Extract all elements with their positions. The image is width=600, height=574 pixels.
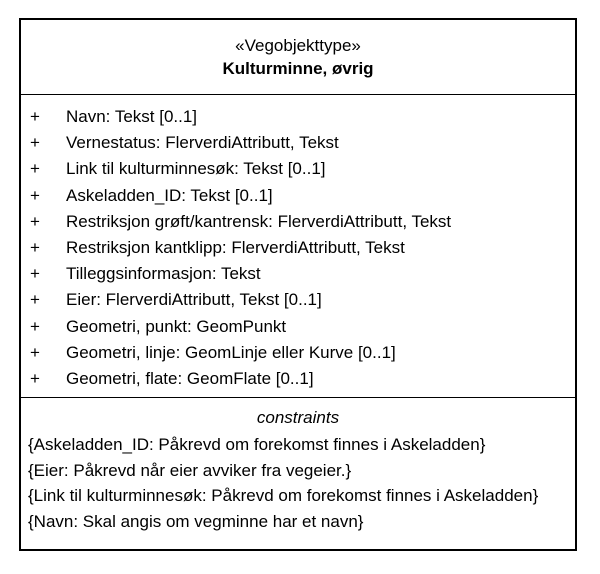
attribute-row: + Askeladden_ID: Tekst [0..1] [30, 183, 575, 209]
attribute-text: Vernestatus: FlerverdiAttributt, Tekst [66, 133, 339, 153]
attribute-text: Askeladden_ID: Tekst [0..1] [66, 185, 273, 205]
attribute-visibility: + [30, 107, 40, 127]
attribute-visibility: + [30, 290, 40, 310]
attribute-row: + Restriksjon kantklipp: FlerverdiAttrib… [30, 235, 575, 261]
attribute-visibility: + [30, 264, 40, 284]
attribute-visibility: + [30, 159, 40, 179]
attribute-visibility: + [30, 316, 40, 336]
attribute-text: Restriksjon grøft/kantrensk: FlerverdiAt… [66, 211, 452, 231]
attribute-visibility: + [30, 185, 40, 205]
attribute-text: Geometri, punkt: GeomPunkt [66, 316, 287, 336]
attribute-visibility: + [30, 211, 40, 231]
attribute-visibility: + [30, 368, 40, 388]
attribute-text: Eier: FlerverdiAttributt, Tekst [0..1] [66, 290, 322, 310]
attribute-visibility: + [30, 133, 40, 153]
attribute-row: + Geometri, flate: GeomFlate [0..1] [30, 366, 575, 392]
constraint-item: {Link til kulturminnesøk: Påkrevd om for… [28, 486, 539, 505]
attribute-row: + Geometri, punkt: GeomPunkt [30, 314, 575, 340]
constraint-item: {Eier: Påkrevd når eier avviker fra vege… [28, 460, 352, 480]
attribute-text: Navn: Tekst [0..1] [66, 107, 198, 127]
attribute-text: Link til kulturminnesøk: Tekst [0..1] [66, 159, 326, 179]
attribute-text: Tilleggsinformasjon: Tekst [66, 264, 261, 284]
class-header: «Vegobjekttype» Kulturminne, øvrig [21, 20, 575, 95]
attribute-text: Restriksjon kantklipp: FlerverdiAttribut… [66, 238, 405, 258]
attributes-compartment: + Navn: Tekst [0..1] + Vernestatus: Fler… [21, 95, 575, 398]
constraints-title: constraints [256, 408, 340, 427]
attribute-row: + Geometri, linje: GeomLinje eller Kurve… [30, 340, 575, 366]
attribute-row: + Vernestatus: FlerverdiAttributt, Tekst [30, 130, 575, 156]
attribute-row: + Restriksjon grøft/kantrensk: Flerverdi… [30, 209, 575, 235]
attribute-row: + Eier: FlerverdiAttributt, Tekst [0..1] [30, 287, 575, 313]
class-stereotype: «Vegobjekttype» [235, 36, 361, 55]
uml-class-box: «Vegobjekttype» Kulturminne, øvrig + Nav… [19, 18, 577, 551]
attribute-row: + Link til kulturminnesøk: Tekst [0..1] [30, 156, 575, 182]
attribute-visibility: + [30, 342, 40, 362]
constraint-item: {Askeladden_ID: Påkrevd om forekomst fin… [28, 435, 486, 454]
attribute-text: Geometri, flate: GeomFlate [0..1] [66, 368, 314, 388]
attribute-text: Geometri, linje: GeomLinje eller Kurve [… [66, 342, 396, 362]
attribute-visibility: + [30, 238, 40, 258]
attribute-row: + Navn: Tekst [0..1] [30, 104, 575, 130]
constraints-compartment: constraints {Askeladden_ID: Påkrevd om f… [21, 398, 575, 534]
attribute-row: + Tilleggsinformasjon: Tekst [30, 261, 575, 287]
constraint-item: {Navn: Skal angis om vegminne har et nav… [28, 511, 364, 531]
class-name: Kulturminne, øvrig [222, 59, 374, 78]
